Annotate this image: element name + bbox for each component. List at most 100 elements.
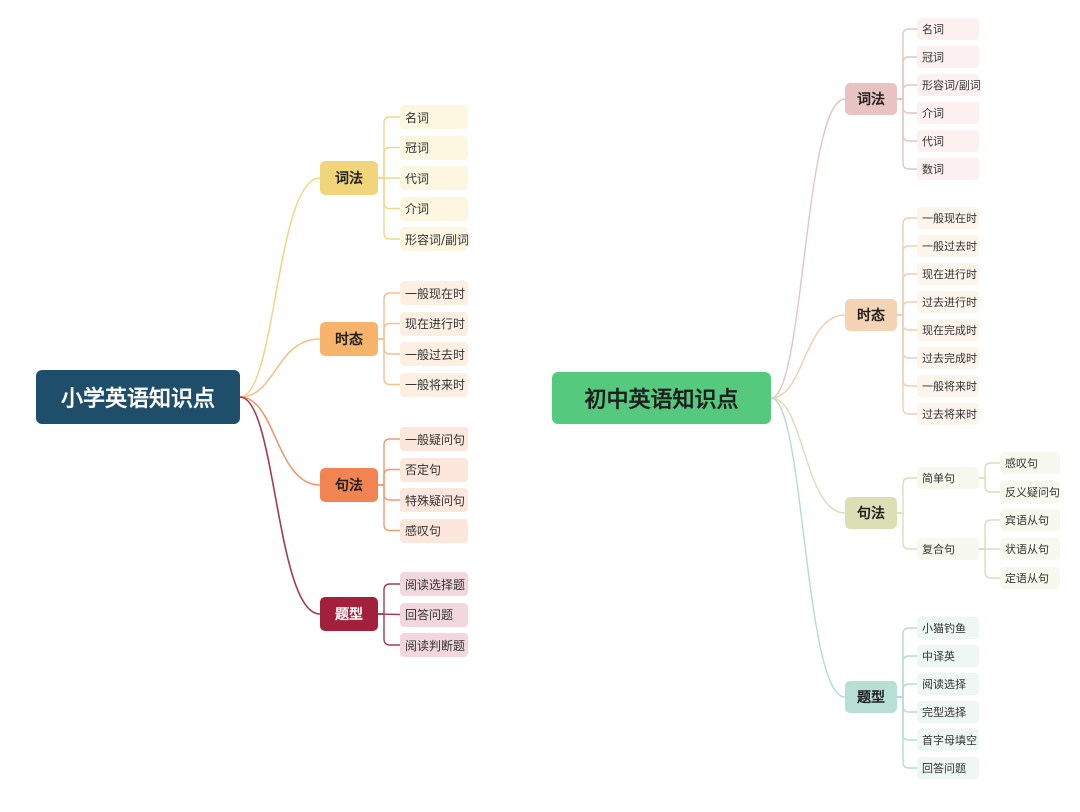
right-subleaf-connector-0-0 [979, 462, 1000, 479]
right-leaf-connector-1-0 [897, 217, 917, 316]
right-leaf-1-2[interactable]: 现在进行时 [917, 263, 979, 285]
left-leaf-connector-2-2 [378, 484, 400, 501]
right-subleaf-1-2[interactable]: 定语从句 [1000, 567, 1060, 589]
right-leaf-1-5[interactable]: 过去完成时 [917, 347, 979, 369]
right-leaf-connector-0-1 [897, 56, 917, 100]
left-leaf-2-2[interactable]: 特殊疑问句 [400, 488, 468, 512]
right-subleaf-1-1[interactable]: 状语从句 [1000, 538, 1060, 560]
left-leaf-connector-3-0 [378, 583, 400, 615]
right-leaf-connector-1-6 [897, 314, 917, 387]
left-leaf-3-2[interactable]: 阅读判断题 [400, 633, 468, 657]
left-root-node[interactable]: 小学英语知识点 [36, 370, 240, 424]
right-branch-connector-0 [770, 98, 846, 399]
right-subleaf-connector-1-2 [979, 548, 1000, 579]
left-leaf-0-3[interactable]: 介词 [400, 196, 468, 221]
right-sub-connector-0 [897, 477, 917, 514]
right-leaf-connector-1-3 [897, 301, 917, 316]
right-leaf-1-0[interactable]: 一般现在时 [917, 207, 979, 229]
right-leaf-3-0[interactable]: 小猫钓鱼 [917, 617, 979, 639]
right-branch-connector-1 [770, 314, 846, 399]
right-leaf-0-0[interactable]: 名词 [917, 18, 979, 40]
right-leaf-3-5[interactable]: 回答问题 [917, 757, 979, 779]
left-branch-connector-1 [239, 338, 321, 398]
left-branch-connector-2 [239, 396, 321, 486]
left-leaf-connector-2-1 [378, 468, 400, 486]
left-leaf-0-4[interactable]: 形容词/副词 [400, 227, 469, 251]
left-leaf-connector-3-2 [378, 613, 400, 646]
left-leaf-connector-2-3 [378, 484, 400, 532]
left-leaf-connector-0-4 [378, 177, 400, 240]
left-leaf-1-0[interactable]: 一般现在时 [400, 281, 468, 305]
right-leaf-0-2[interactable]: 形容词/副词 [917, 74, 981, 96]
right-leaf-connector-1-4 [897, 314, 917, 331]
right-leaf-connector-0-3 [897, 98, 917, 114]
right-leaf-connector-1-1 [897, 245, 917, 316]
right-sub-0[interactable]: 简单句 [917, 467, 979, 489]
right-subleaf-0-1[interactable]: 反义疑问句 [1000, 481, 1060, 503]
right-leaf-3-2[interactable]: 阅读选择 [917, 673, 979, 695]
right-branch-connector-3 [770, 397, 846, 698]
right-leaf-connector-1-5 [897, 314, 917, 359]
right-leaf-connector-3-4 [897, 696, 917, 741]
left-leaf-1-1[interactable]: 现在进行时 [400, 311, 468, 336]
right-leaf-3-1[interactable]: 中译英 [917, 645, 979, 667]
left-branch-2[interactable]: 句法 [320, 468, 378, 502]
right-leaf-0-3[interactable]: 介词 [917, 102, 979, 124]
left-leaf-2-3[interactable]: 感叹句 [400, 518, 468, 543]
right-leaf-connector-0-0 [897, 28, 917, 100]
left-leaf-2-1[interactable]: 否定句 [400, 457, 468, 482]
left-leaf-connector-1-3 [378, 338, 400, 386]
left-branch-1[interactable]: 时态 [320, 322, 378, 356]
right-leaf-1-4[interactable]: 现在完成时 [917, 319, 979, 341]
left-branch-0[interactable]: 词法 [320, 161, 378, 195]
right-branch-2[interactable]: 句法 [845, 497, 897, 529]
right-branch-0[interactable]: 词法 [845, 83, 897, 115]
right-subleaf-connector-0-1 [979, 477, 1000, 493]
left-leaf-3-1[interactable]: 回答问题 [400, 602, 468, 627]
right-root-node[interactable]: 初中英语知识点 [552, 372, 771, 424]
left-leaf-1-2[interactable]: 一般过去时 [400, 342, 468, 366]
right-leaf-connector-0-2 [897, 84, 917, 100]
right-subleaf-0-0[interactable]: 感叹句 [1000, 452, 1060, 474]
left-leaf-0-0[interactable]: 名词 [400, 105, 468, 129]
right-leaf-0-5[interactable]: 数词 [917, 158, 979, 180]
right-subleaf-connector-1-0 [979, 519, 1000, 550]
right-leaf-connector-3-5 [897, 696, 917, 769]
right-leaf-connector-0-4 [897, 98, 917, 142]
left-leaf-connector-0-0 [378, 116, 400, 179]
right-leaf-1-6[interactable]: 一般将来时 [917, 375, 979, 397]
right-leaf-connector-1-7 [897, 314, 917, 415]
left-leaf-2-0[interactable]: 一般疑问句 [400, 427, 468, 451]
right-leaf-1-3[interactable]: 过去进行时 [917, 291, 979, 313]
left-branch-connector-3 [239, 396, 321, 615]
right-leaf-3-3[interactable]: 完型选择 [917, 701, 979, 723]
left-leaf-connector-1-1 [378, 322, 400, 340]
left-leaf-connector-0-1 [378, 146, 400, 179]
left-leaf-1-3[interactable]: 一般将来时 [400, 372, 468, 397]
right-leaf-0-4[interactable]: 代词 [917, 130, 979, 152]
right-leaf-connector-3-3 [897, 696, 917, 713]
right-leaf-connector-3-0 [897, 627, 917, 698]
left-branch-connector-0 [239, 177, 321, 398]
left-leaf-0-2[interactable]: 代词 [400, 166, 468, 190]
left-leaf-connector-1-0 [378, 292, 400, 340]
right-leaf-0-1[interactable]: 冠词 [917, 46, 979, 68]
right-leaf-connector-0-5 [897, 98, 917, 170]
right-branch-connector-2 [770, 397, 846, 514]
left-leaf-connector-0-3 [378, 177, 400, 210]
right-leaf-connector-3-2 [897, 683, 917, 698]
right-sub-connector-1 [897, 512, 917, 550]
right-subleaf-1-0[interactable]: 宾语从句 [1000, 509, 1060, 531]
right-sub-1[interactable]: 复合句 [917, 538, 979, 560]
left-leaf-connector-1-2 [378, 338, 400, 355]
right-branch-1[interactable]: 时态 [845, 299, 897, 331]
right-branch-3[interactable]: 题型 [845, 681, 897, 713]
right-leaf-connector-1-2 [897, 273, 917, 316]
left-leaf-3-0[interactable]: 阅读选择题 [400, 572, 468, 596]
left-leaf-0-1[interactable]: 冠词 [400, 135, 468, 160]
left-branch-3[interactable]: 题型 [320, 597, 378, 631]
right-leaf-1-7[interactable]: 过去将来时 [917, 403, 979, 425]
right-leaf-1-1[interactable]: 一般过去时 [917, 235, 979, 257]
right-leaf-3-4[interactable]: 首字母填空 [917, 729, 979, 751]
right-leaf-connector-3-1 [897, 655, 917, 698]
